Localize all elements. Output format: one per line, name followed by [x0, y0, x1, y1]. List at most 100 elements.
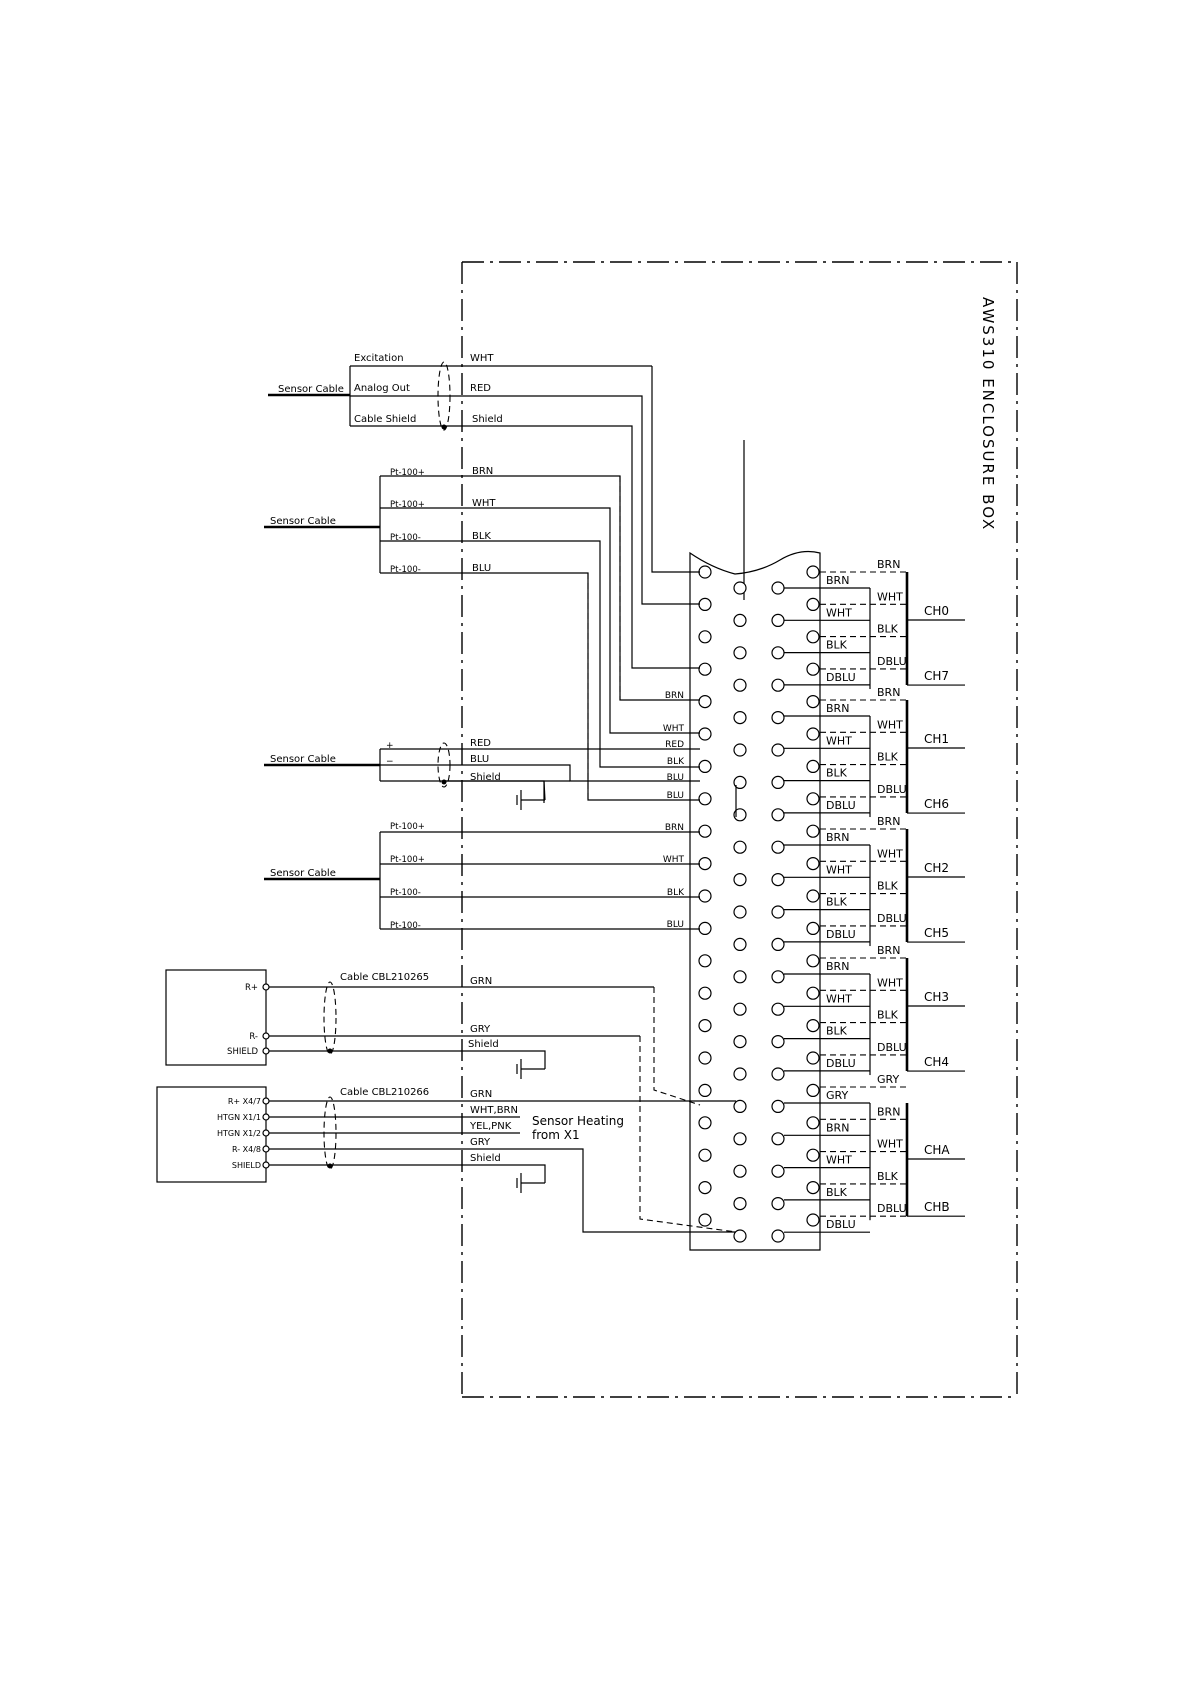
- terminal-circle: [771, 905, 785, 919]
- group-wire-label: WHT: [826, 863, 852, 876]
- terminal-circle: [733, 1034, 747, 1049]
- channel-label: CH4: [924, 1055, 949, 1069]
- cable-3-wire-1: BLU: [470, 754, 489, 765]
- terminal-circle: [771, 743, 785, 757]
- cable-5: Cable CBL210265 R+ R- SHIELD GRN GRY Shi…: [165, 969, 737, 1233]
- terminal-circle: [698, 1018, 712, 1033]
- cable-6-pin-3: R- X4/8: [232, 1145, 261, 1154]
- terminal-circle: [806, 565, 820, 579]
- group-wire-label: BRN: [826, 1121, 849, 1134]
- terminal-circle: [806, 1083, 820, 1098]
- cable-6-pin-1: HTGN X1/1: [217, 1113, 261, 1122]
- terminal-circle: [806, 597, 820, 612]
- terminal-circle: [771, 970, 785, 984]
- cable-6-wire-4: Shield: [470, 1153, 501, 1164]
- terminal-circle: [771, 646, 785, 660]
- sensor-heating-note-line2: from X1: [532, 1128, 580, 1142]
- terminal-label-2: RED: [665, 740, 684, 750]
- channel-label: CH2: [924, 861, 949, 875]
- terminal-circle: [771, 1164, 785, 1178]
- terminal-label-6: BRN: [665, 823, 684, 833]
- terminal-circle: [733, 937, 747, 952]
- terminal-circle: [806, 792, 820, 806]
- terminal-circle: [698, 1180, 712, 1195]
- terminal-circle: [698, 759, 712, 774]
- cable-5-wire-1: GRY: [470, 1024, 491, 1035]
- terminal-circle: [698, 792, 712, 806]
- terminal-circle: [698, 954, 712, 968]
- group-wire-label: WHT: [826, 606, 852, 619]
- terminal-circle: [698, 824, 712, 838]
- group-wire-label: BRN: [877, 815, 900, 828]
- terminal-circle: [771, 1196, 785, 1211]
- cable-2-wire-1: WHT: [472, 498, 496, 509]
- terminal-circle: [733, 905, 747, 919]
- terminal-circle: [698, 1213, 712, 1227]
- terminal-circle: [806, 824, 820, 838]
- group-wire-label: GRY: [826, 1089, 848, 1102]
- terminal-circle: [698, 662, 712, 676]
- terminal-circle: [771, 1002, 785, 1016]
- cable-4: Sensor Cable Pt-100+ Pt-100+ Pt-100- Pt-…: [264, 822, 700, 931]
- group-wire-label: BLK: [826, 767, 848, 780]
- group-wire-label: BRN: [826, 831, 849, 844]
- cable-3-signal-0: +: [386, 741, 394, 751]
- group-wire-label: WHT: [877, 1138, 903, 1151]
- group-wire-label: WHT: [877, 976, 903, 989]
- cable-6-wire-1: WHT,BRN: [470, 1105, 518, 1116]
- channel-label: CH0: [924, 604, 949, 618]
- cable-3-label: Sensor Cable: [270, 754, 336, 765]
- terminal-circle: [806, 1180, 820, 1195]
- cable-3-wire-0: RED: [470, 738, 491, 749]
- terminal-circle: [771, 808, 785, 822]
- terminal-circle: [771, 775, 785, 790]
- cable-2-signal-2: Pt-100-: [390, 533, 421, 543]
- group-wire-label: DBLU: [877, 783, 907, 796]
- cable-2-wire-0: BRN: [472, 466, 493, 477]
- terminal-circle: [698, 1051, 712, 1065]
- terminal-circle: [733, 1164, 747, 1178]
- cable-1: Sensor Cable Excitation Analog Out Cable…: [268, 353, 700, 669]
- terminal-label-3: BLK: [667, 757, 685, 767]
- terminal-circle: [733, 613, 747, 628]
- terminal-circle: [806, 1213, 820, 1227]
- terminal-circle: [733, 743, 747, 757]
- terminal-circle: [698, 694, 712, 709]
- terminal-circle: [698, 597, 712, 612]
- channel-label: CH5: [924, 926, 949, 940]
- cable-6: Cable CBL210266 R+ X4/7 HTGN X1/1 HTGN X…: [156, 1086, 736, 1233]
- group-wire-label: BRN: [826, 960, 849, 973]
- cable-2-wire-3: BLU: [472, 563, 491, 574]
- terminal-circle: [771, 581, 785, 595]
- cable-5-wire-2: Shield: [468, 1039, 499, 1050]
- terminal-circle: [806, 1116, 820, 1130]
- terminal-circle: [806, 954, 820, 968]
- cable-1-label: Sensor Cable: [278, 384, 344, 395]
- cable-5-pin-0: R+: [245, 983, 258, 993]
- cable-6-pin-2: HTGN X1/2: [217, 1129, 261, 1138]
- terminal-circle: [698, 1116, 712, 1130]
- cable-4-signal-1: Pt-100+: [390, 855, 425, 865]
- terminal-circle: [806, 727, 820, 741]
- terminal-circle: [771, 872, 785, 887]
- group-wire-label: WHT: [826, 992, 852, 1005]
- terminal-circle: [771, 678, 785, 692]
- enclosure-border: [461, 261, 1018, 1398]
- terminal-circle: [806, 1018, 820, 1033]
- group-wire-label: WHT: [826, 734, 852, 747]
- group-wire-label: BRN: [826, 574, 849, 587]
- sensor-heating-note-line1: Sensor Heating: [532, 1114, 624, 1128]
- terminal-label-9: BLU: [667, 920, 684, 930]
- group-wire-label: WHT: [877, 718, 903, 731]
- group-wire-label: BLK: [877, 623, 899, 636]
- terminal-circle: [806, 759, 820, 774]
- terminal-circle: [733, 678, 747, 692]
- terminal-circle: [733, 1229, 747, 1243]
- enclosure-title: AWS310 ENCLOSURE BOX: [979, 297, 997, 531]
- group-wire-label: BLK: [826, 639, 848, 652]
- terminal-block: [689, 440, 821, 1251]
- group-wire-label: DBLU: [826, 1218, 856, 1231]
- terminal-circle: [733, 775, 747, 790]
- terminal-circle: [733, 1002, 747, 1016]
- cable-2: Sensor Cable Pt-100+ Pt-100+ Pt-100- Pt-…: [264, 466, 700, 801]
